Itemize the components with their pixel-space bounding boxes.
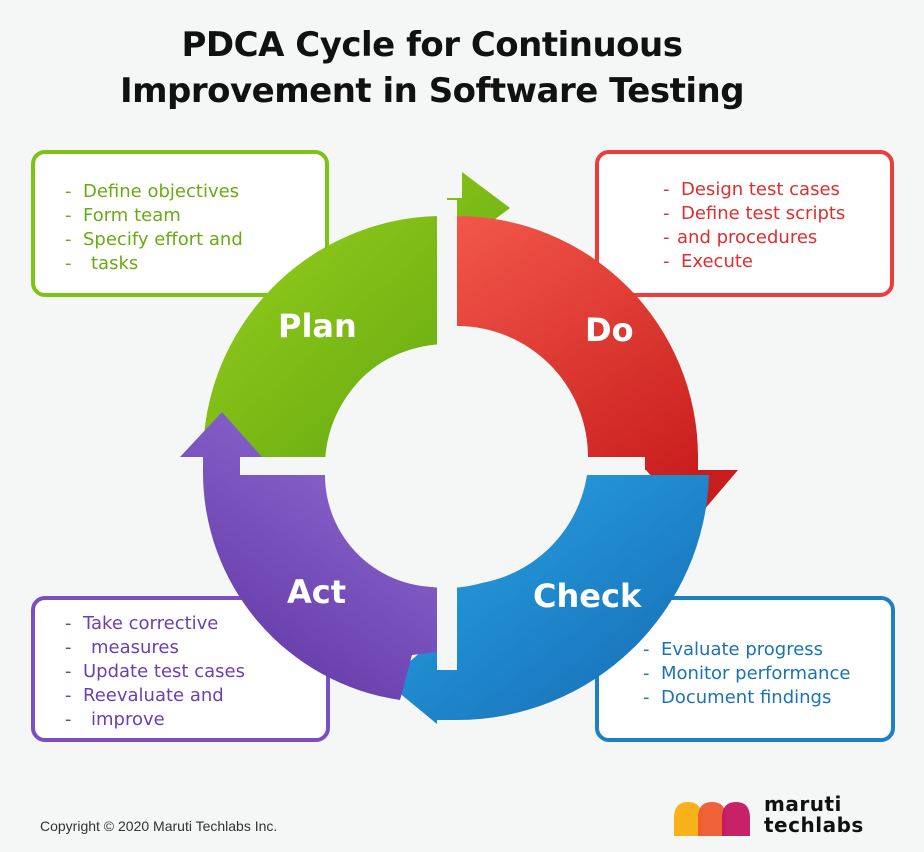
plan-item-continuation: tasks (65, 252, 243, 276)
logo-line-1: maruti (764, 792, 842, 816)
act-arc (180, 412, 437, 700)
cycle-center (325, 344, 569, 588)
separator-vertical-top (437, 200, 457, 330)
act-item: Update test cases (65, 660, 245, 684)
do-label: Do (585, 311, 634, 349)
company-logo: maruti techlabs (672, 794, 892, 840)
act-label: Act (287, 573, 347, 611)
plan-list: Define objectives Form team Specify effo… (65, 180, 243, 276)
plan-arc (202, 172, 510, 457)
plan-item: Define objectives (65, 180, 243, 204)
title-line-2: Improvement in Software Testing (119, 71, 745, 111)
plan-item: Form team (65, 204, 243, 228)
separator-vertical-bottom (437, 580, 457, 670)
check-label: Check (533, 577, 642, 615)
do-item: Execute (663, 250, 845, 274)
separator-horizontal-right (585, 457, 645, 475)
do-item: Design test cases (663, 178, 845, 202)
check-list: Evaluate progress Monitor performance Do… (643, 638, 850, 710)
logo-line-2: techlabs (764, 813, 864, 837)
logo-mark-icon (674, 802, 750, 836)
check-item: Document findings (643, 686, 850, 710)
do-item-continuation: and procedures (663, 226, 845, 250)
plan-item: Specify effort and (65, 228, 243, 252)
check-arc (386, 475, 709, 724)
separator-horizontal-left (240, 457, 332, 475)
page-title: PDCA Cycle for Continuous Improvement in… (0, 22, 864, 114)
check-item: Monitor performance (643, 662, 850, 686)
act-item: Reevaluate and (65, 684, 245, 708)
plan-box: Define objectives Form team Specify effo… (31, 150, 329, 297)
act-item-continuation: improve (65, 708, 245, 732)
do-item: Define test scripts (663, 202, 845, 226)
do-list: Design test cases Define test scripts an… (663, 178, 845, 274)
logo-wordmark: maruti techlabs (764, 794, 864, 836)
check-item: Evaluate progress (643, 638, 850, 662)
act-item: Take corrective (65, 612, 245, 636)
copyright-text: Copyright © 2020 Maruti Techlabs Inc. (40, 818, 278, 834)
act-list: Take corrective measures Update test cas… (65, 612, 245, 732)
plan-label: Plan (278, 307, 357, 345)
act-item-continuation: measures (65, 636, 245, 660)
do-arc (457, 216, 738, 524)
title-line-1: PDCA Cycle for Continuous (181, 25, 683, 65)
do-box: Design test cases Define test scripts an… (595, 150, 894, 297)
